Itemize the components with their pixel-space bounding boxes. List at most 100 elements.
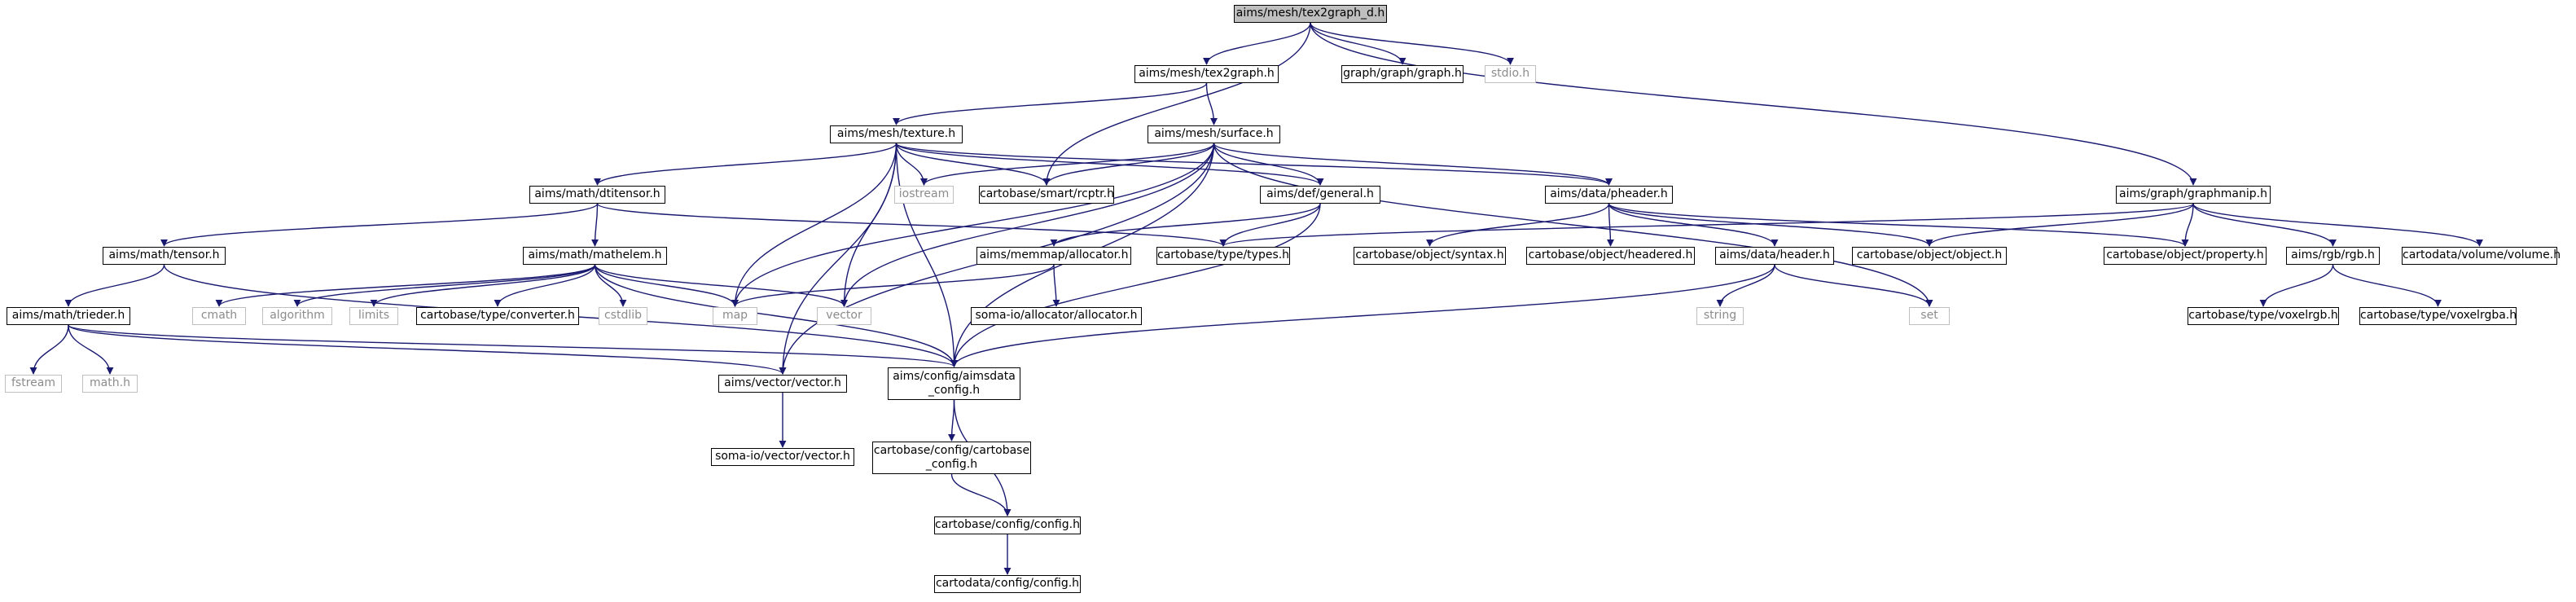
edge-trieder-to-mathh — [68, 324, 114, 375]
edge-mathelem-to-map — [594, 264, 739, 307]
edge-surface-to-rcptr — [1042, 143, 1215, 186]
edge-rgb-to-voxelrgba — [2332, 264, 2442, 307]
edge-texture-to-map — [731, 143, 897, 307]
node-voxelrgb-h[interactable]: cartobase/type/voxelrgb.h — [2188, 307, 2339, 325]
node-surface-h[interactable]: aims/mesh/surface.h — [1148, 125, 1280, 143]
edge-mathelem-to-converter — [494, 264, 596, 307]
node-cartobase-config-h[interactable]: cartobase/config/cartobase _config.h — [872, 442, 1031, 474]
edge-pheader-to-headered — [1606, 203, 1614, 247]
node-header-h[interactable]: aims/data/header.h — [1715, 247, 1834, 265]
node-cartodata-config-h[interactable]: cartodata/config/config.h — [934, 575, 1081, 593]
edge-texture-to-aimsvector — [779, 143, 897, 375]
edge-cartobaseconfig-to-config — [950, 473, 1012, 516]
edge-surface-to-set — [1213, 143, 1933, 307]
edge-texture-to-dtitensor — [594, 143, 897, 186]
edge-aimsdataconfig-to-cartobaseconfig — [948, 399, 956, 442]
edge-texture-to-aimsdataconfig — [895, 143, 958, 367]
node-map[interactable]: map — [713, 307, 757, 325]
node-algorithm[interactable]: algorithm — [262, 307, 332, 325]
node-object-h[interactable]: cartobase/object/object.h — [1852, 247, 2007, 265]
node-general-h[interactable]: aims/def/general.h — [1260, 186, 1380, 204]
node-aimsdata-config-line2: _config.h — [928, 384, 981, 397]
edge-surface-to-pheader — [1213, 143, 1613, 186]
edge-mathelem-to-algorithm — [293, 264, 596, 307]
node-trieder-h[interactable]: aims/math/trieder.h — [7, 307, 130, 325]
edge-general-to-types — [1219, 203, 1321, 247]
edge-tex2graph-to-surface — [1205, 82, 1218, 125]
edge-texture-to-rcptr — [895, 143, 1051, 186]
node-cmath[interactable]: cmath — [192, 307, 246, 325]
edge-root-to-stdio — [1310, 22, 1514, 65]
node-soma-vector-h[interactable]: soma-io/vector/vector.h — [711, 448, 854, 466]
edge-mathelem-to-cmath — [215, 264, 596, 307]
node-converter-h[interactable]: cartobase/type/converter.h — [416, 307, 579, 325]
edge-surface-to-general — [1213, 143, 1324, 186]
node-stdio-h[interactable]: stdio.h — [1485, 65, 1536, 83]
node-rcptr-h[interactable]: cartobase/smart/rcptr.h — [979, 186, 1114, 204]
node-set[interactable]: set — [1909, 307, 1950, 325]
node-property-h[interactable]: cartobase/object/property.h — [2104, 247, 2267, 265]
edge-dtitensor-to-tensor — [160, 203, 599, 247]
node-iostream[interactable]: iostream — [894, 186, 954, 204]
node-soma-allocator-h[interactable]: soma-io/allocator/allocator.h — [971, 307, 1142, 325]
node-math-h[interactable]: math.h — [82, 375, 138, 393]
edge-pheader-to-property — [1608, 203, 2189, 247]
node-cartobase-config-line2: _config.h — [925, 458, 978, 471]
node-vector[interactable]: vector — [817, 307, 871, 325]
edge-surface-to-vector — [840, 143, 1215, 307]
edge-graphmanip-to-rgb — [2192, 203, 2337, 247]
edge-trieder-to-aimsvector — [68, 324, 787, 375]
edge-graphmanip-to-cvolume — [2192, 203, 2483, 247]
edge-header-to-string — [1716, 264, 1775, 307]
node-cstdlib[interactable]: cstdlib — [599, 307, 647, 325]
edge-mathelem-to-limits — [370, 264, 596, 307]
edge-pheader-to-object — [1608, 203, 1933, 247]
node-headered-h[interactable]: cartobase/object/headered.h — [1526, 247, 1695, 265]
node-aims-vector-h[interactable]: aims/vector/vector.h — [718, 375, 847, 393]
edge-graphmanip-to-property — [2181, 203, 2194, 247]
node-tensor-h[interactable]: aims/math/tensor.h — [103, 247, 226, 265]
node-voxelrgba-h[interactable]: cartobase/type/voxelrgba.h — [2359, 307, 2517, 325]
edge-surface-to-iostream — [920, 143, 1215, 186]
node-mathelem-h[interactable]: aims/math/mathelem.h — [523, 247, 667, 265]
node-graph-h[interactable]: graph/graph/graph.h — [1341, 65, 1464, 83]
edge-trieder-to-fstream — [29, 324, 69, 375]
node-dtitensor-h[interactable]: aims/math/dtitensor.h — [529, 186, 665, 204]
node-syntax-h[interactable]: cartobase/object/syntax.h — [1354, 247, 1506, 265]
node-tex2graph-d-h[interactable]: aims/mesh/tex2graph_d.h — [1234, 5, 1387, 23]
edge-general-to-aimsdataconfig — [950, 203, 1321, 367]
node-types-h[interactable]: cartobase/type/types.h — [1156, 247, 1290, 265]
edge-header-to-set — [1774, 264, 1933, 307]
node-limits[interactable]: limits — [349, 307, 398, 325]
node-graphmanip-h[interactable]: aims/graph/graphmanip.h — [2116, 186, 2271, 204]
node-aimsdata-config-h[interactable]: aims/config/aimsdata _config.h — [888, 367, 1020, 400]
node-aimsdata-config-line1: aims/config/aimsdata — [893, 370, 1016, 383]
edge-mathelem-to-cstdlib — [594, 264, 627, 307]
node-pheader-h[interactable]: aims/data/pheader.h — [1545, 186, 1673, 204]
node-tex2graph-h[interactable]: aims/mesh/tex2graph.h — [1134, 65, 1279, 83]
node-rgb-h[interactable]: aims/rgb/rgb.h — [2286, 247, 2380, 265]
node-cartodata-volume-h[interactable]: cartodata/volume/volume.h — [2402, 247, 2561, 265]
edge-header-to-aimsdataconfig — [950, 264, 1775, 367]
edge-graphmanip-to-object — [1925, 203, 2194, 247]
node-cartobase-config-config-h[interactable]: cartobase/config/config.h — [934, 516, 1081, 534]
edge-root-to-tex2graph — [1203, 22, 1311, 65]
edge-root-to-graph — [1310, 22, 1406, 65]
edge-allocator-to-map — [731, 264, 1055, 307]
node-texture-h[interactable]: aims/mesh/texture.h — [830, 125, 963, 143]
edge-trieder-to-aimsdataconfig — [68, 324, 958, 367]
edge-dtitensor-to-mathelem — [591, 203, 599, 247]
edge-surface-to-map — [731, 143, 1215, 307]
edge-dtitensor-to-types — [596, 203, 1227, 247]
edge-texture-to-general — [895, 143, 1324, 186]
node-cartobase-config-line1: cartobase/config/cartobase — [873, 444, 1030, 457]
node-fstream[interactable]: fstream — [5, 375, 62, 393]
edge-rgb-to-voxelrgb — [2259, 264, 2334, 307]
node-allocator-h[interactable]: aims/memmap/allocator.h — [976, 247, 1131, 265]
node-string[interactable]: string — [1696, 307, 1744, 325]
edge-allocator-to-somaalloc — [1052, 264, 1060, 307]
edge-pheader-to-syntax — [1426, 203, 1610, 247]
edge-pheader-to-header — [1608, 203, 1779, 247]
edge-root-to-graphmanip — [1310, 22, 2197, 186]
